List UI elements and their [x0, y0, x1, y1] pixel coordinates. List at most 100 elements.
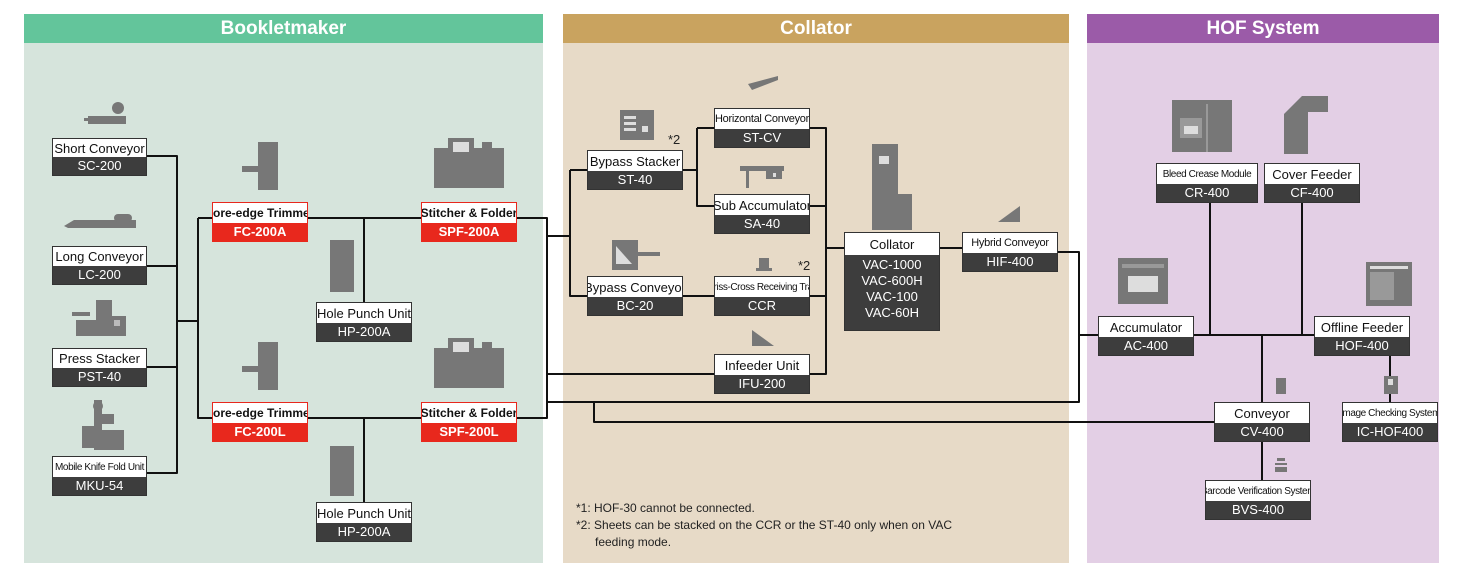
collator-icon [872, 144, 912, 230]
bookletmaker-header: Bookletmaker [24, 14, 543, 43]
short-conveyor-icon [84, 102, 126, 124]
unit-name: Stitcher & Folder [421, 206, 517, 220]
stitcher-folder-l-box[interactable]: Stitcher & Folder SPF-200L [421, 402, 517, 442]
unit-model: HP-200A [317, 323, 411, 341]
infeeder-unit-box[interactable]: Infeeder Unit IFU-200 [714, 354, 810, 394]
unit-name: Offline Feeder [1320, 319, 1404, 335]
press-stacker-box[interactable]: Press Stacker PST-40 [52, 348, 147, 387]
barcode-verification-system-box[interactable]: Barcode Verification System BVS-400 [1205, 480, 1311, 520]
unit-model: AC-400 [1099, 337, 1193, 355]
footnote-1: *1: HOF-30 cannot be connected. [576, 501, 755, 515]
footnote-mark-st40: *2 [668, 132, 681, 147]
fore-edge-trimmer-a-box[interactable]: Fore-edge Trimmer FC-200A [212, 202, 308, 242]
unit-name: Bypass Conveyor [587, 279, 683, 295]
fore-edge-trimmer-icon [242, 342, 278, 390]
unit-name: Cover Feeder [1272, 166, 1352, 182]
bypass-conveyor-box[interactable]: Bypass Conveyor BC-20 [587, 276, 683, 316]
unit-name: Short Conveyor [54, 140, 145, 156]
unit-name: Barcode Verification System [1205, 485, 1311, 497]
collator-header: Collator [563, 14, 1069, 43]
bleed-crease-module-box[interactable]: Bleed Crease Module CR-400 [1156, 163, 1258, 203]
horizontal-conveyor-box[interactable]: Horizontal Conveyor ST-CV [714, 108, 810, 148]
hybrid-conveyor-box[interactable]: Hybrid Conveyor HIF-400 [962, 232, 1058, 272]
unit-model: MKU-54 [53, 477, 146, 495]
unit-model: PST-40 [53, 368, 146, 386]
mobile-knife-fold-unit-box[interactable]: Mobile Knife Fold Unit MKU-54 [52, 456, 147, 496]
unit-name: Accumulator [1109, 319, 1183, 335]
unit-model: SA-40 [715, 215, 809, 233]
sub-accumulator-box[interactable]: Sub Accumulator SA-40 [714, 194, 810, 234]
conveyor-icon [1276, 378, 1286, 394]
unit-model: CCR [715, 297, 809, 315]
barcode-verification-icon [1275, 458, 1287, 472]
unit-model: IFU-200 [715, 375, 809, 393]
fore-edge-trimmer-icon [242, 142, 278, 190]
conveyor-box[interactable]: Conveyor CV-400 [1214, 402, 1310, 442]
image-checking-system-box[interactable]: Image Checking System IC-HOF400 [1342, 402, 1438, 442]
unit-name: Mobile Knife Fold Unit [54, 461, 145, 473]
unit-model: VAC-100 [866, 289, 918, 304]
unit-model: CV-400 [1215, 423, 1309, 441]
bypass-stacker-box[interactable]: Bypass Stacker ST-40 [587, 150, 683, 190]
unit-model: CF-400 [1265, 184, 1359, 202]
collator-box[interactable]: Collator VAC-1000 VAC-600H VAC-100 VAC-6… [844, 232, 940, 331]
long-conveyor-box[interactable]: Long Conveyor LC-200 [52, 246, 147, 285]
unit-name: Fore-edge Trimmer [212, 406, 307, 420]
unit-name: Criss-Cross Receiving Tray [715, 281, 809, 293]
collator-models: VAC-1000 VAC-600H VAC-100 VAC-60H [845, 255, 939, 330]
unit-name: Stitcher & Folder [421, 406, 517, 420]
hole-punch-unit-box[interactable]: Hole Punch Unit HP-200A [316, 502, 412, 542]
footnote-2: *2: Sheets can be stacked on the CCR or … [576, 518, 952, 532]
criss-cross-receiving-tray-box[interactable]: Criss-Cross Receiving Tray CCR [714, 276, 810, 316]
ccr-tray-icon [756, 258, 772, 271]
hole-punch-unit-box[interactable]: Hole Punch Unit HP-200A [316, 302, 412, 342]
hole-punch-icon [330, 240, 354, 292]
unit-name: Conveyor [1234, 405, 1290, 421]
unit-name: Long Conveyor [55, 249, 144, 264]
footnote-mark-ccr: *2 [798, 258, 811, 273]
unit-name: Press Stacker [59, 351, 140, 366]
hybrid-conveyor-icon [998, 206, 1020, 222]
unit-name: Hybrid Conveyor [971, 237, 1049, 249]
unit-model: HP-200A [317, 523, 411, 541]
unit-model: CR-400 [1157, 184, 1257, 202]
footnotes: *1: HOF-30 cannot be connected. *2: Shee… [576, 500, 952, 551]
unit-name: Horizontal Conveyor [715, 113, 809, 125]
cover-feeder-icon [1284, 96, 1328, 154]
infeeder-icon [752, 330, 774, 346]
unit-name: Sub Accumulator [714, 197, 810, 213]
cover-feeder-box[interactable]: Cover Feeder CF-400 [1264, 163, 1360, 203]
unit-model: IC-HOF400 [1343, 423, 1437, 441]
unit-name: Hole Punch Unit [317, 505, 411, 521]
unit-model: HOF-400 [1315, 337, 1409, 355]
unit-model: SPF-200A [422, 223, 516, 241]
unit-model: FC-200L [213, 423, 307, 441]
hof-system-header: HOF System [1087, 14, 1439, 43]
unit-name: Infeeder Unit [724, 357, 800, 373]
hole-punch-icon [330, 446, 354, 496]
unit-model: VAC-600H [861, 273, 923, 288]
unit-model: LC-200 [53, 266, 146, 284]
unit-name: Collator [869, 236, 915, 252]
press-stacker-icon [72, 300, 126, 336]
image-checking-icon [1384, 376, 1398, 394]
unit-model: SPF-200L [422, 423, 516, 441]
accumulator-box[interactable]: Accumulator AC-400 [1098, 316, 1194, 356]
sub-accumulator-icon [740, 166, 784, 188]
unit-model: SC-200 [53, 157, 146, 175]
accumulator-icon [1118, 258, 1168, 304]
unit-model: FC-200A [213, 223, 307, 241]
offline-feeder-box[interactable]: Offline Feeder HOF-400 [1314, 316, 1410, 356]
long-conveyor-icon [64, 214, 136, 228]
offline-feeder-icon [1366, 262, 1412, 306]
fore-edge-trimmer-l-box[interactable]: Fore-edge Trimmer FC-200L [212, 402, 308, 442]
unit-name: Fore-edge Trimmer [212, 206, 307, 220]
unit-model: VAC-1000 [862, 257, 922, 272]
stitcher-folder-a-box[interactable]: Stitcher & Folder SPF-200A [421, 202, 517, 242]
unit-name: Bypass Stacker [589, 153, 681, 169]
short-conveyor-box[interactable]: Short Conveyor SC-200 [52, 138, 147, 176]
knife-fold-icon [82, 400, 124, 450]
unit-model: ST-CV [715, 129, 809, 147]
unit-name: Hole Punch Unit [317, 305, 411, 321]
unit-model: ST-40 [588, 171, 682, 189]
